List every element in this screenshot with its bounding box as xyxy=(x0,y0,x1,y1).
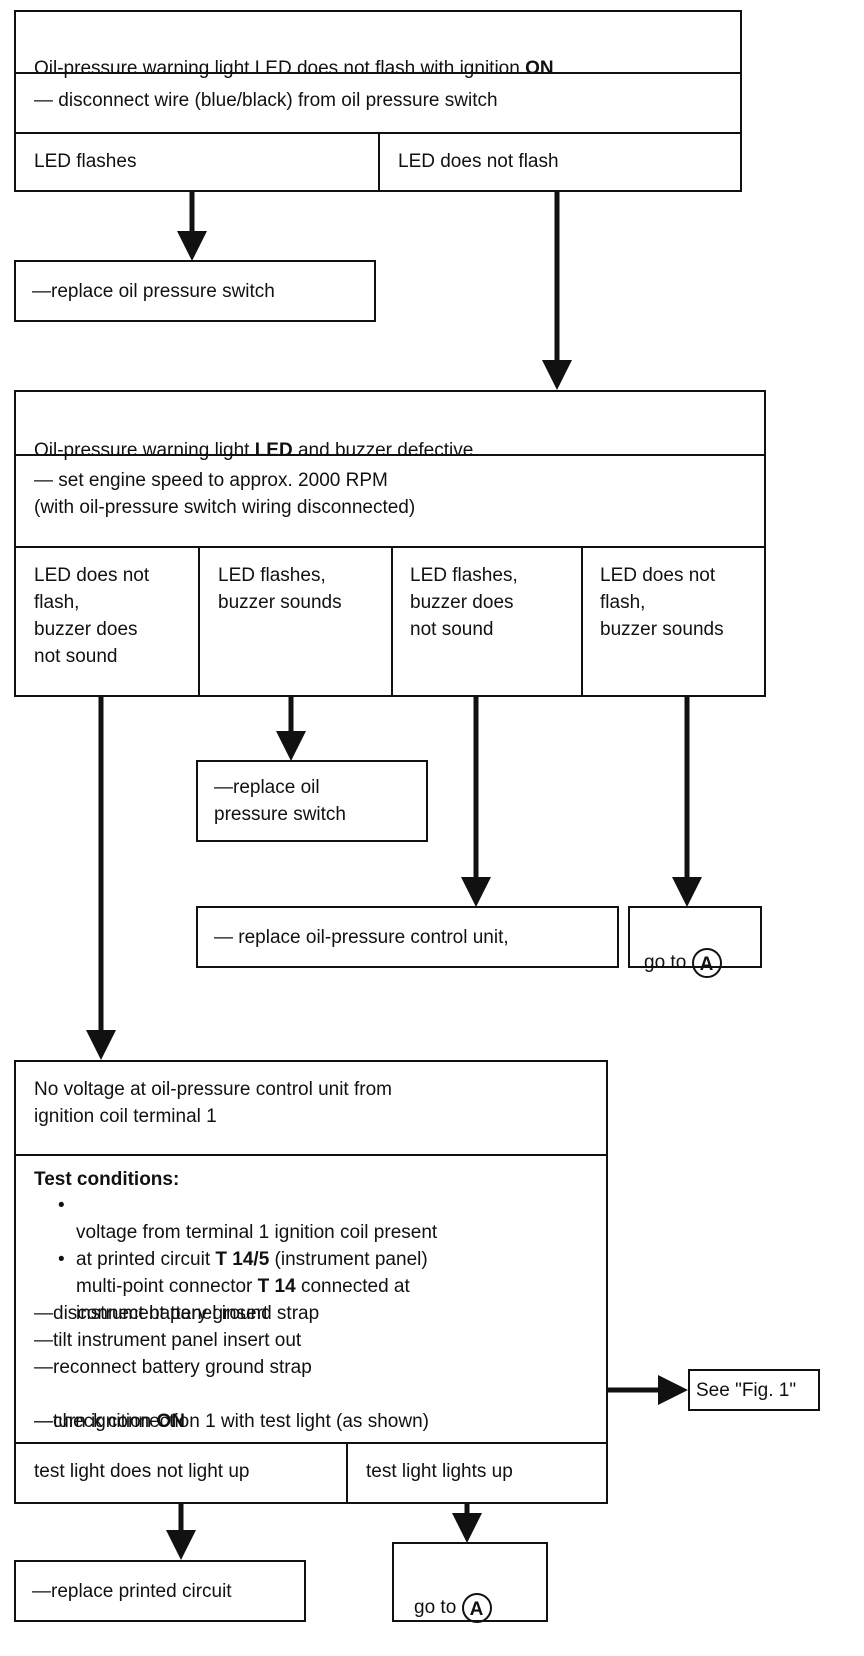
condition-bullet-1: • xyxy=(58,1195,65,1216)
engine-speed-step: — set engine speed to approx. 2000 RPM (… xyxy=(34,470,416,518)
step-reconnect-ground: —reconnect battery ground strap xyxy=(34,1357,312,1378)
step-check-connection: —check connection 1 with test light (as … xyxy=(34,1411,429,1432)
no-voltage-title: No voltage at oil-pressure control unit … xyxy=(34,1079,392,1127)
step-tilt-insert: —tilt instrument panel insert out xyxy=(34,1330,302,1351)
outcome-led-not-flash: LED does not flash xyxy=(398,151,559,172)
reference-a-icon: A xyxy=(461,1593,492,1623)
outcome-lights-up: test light lights up xyxy=(366,1461,513,1482)
replace-switch-box-2: —replace oil pressure switch xyxy=(196,760,428,842)
see-fig-box: See "Fig. 1" xyxy=(688,1369,820,1411)
replace-control-unit-box: — replace oil-pressure control unit, xyxy=(196,906,619,968)
led-buzzer-defective-box: Oil-pressure warning light LED and buzze… xyxy=(14,390,766,697)
replace-circuit-box: —replace printed circuit xyxy=(14,1560,306,1622)
outcome-no-flash-no-sound: LED does not flash, buzzer does not soun… xyxy=(34,565,150,667)
condition-bullet-2: • xyxy=(58,1249,65,1270)
replace-switch-box-1: —replace oil pressure switch xyxy=(14,260,376,322)
outcome-no-light: test light does not light up xyxy=(34,1461,250,1482)
outcome-flash-no-sound: LED flashes, buzzer does not sound xyxy=(410,565,518,640)
no-voltage-box: No voltage at oil-pressure control unit … xyxy=(14,1060,608,1504)
test-conditions-label: Test conditions: xyxy=(34,1169,180,1190)
step-turn-ignition: —turn ignition ON xyxy=(34,1411,186,1432)
goto-a-box-1: go to A xyxy=(628,906,762,978)
disconnect-wire-step: — disconnect wire (blue/black) from oil … xyxy=(34,90,498,111)
reference-a-icon: A xyxy=(691,948,722,978)
goto-a-box-2: go to A xyxy=(392,1542,548,1623)
outcome-led-flashes: LED flashes xyxy=(34,151,137,172)
outcome-no-flash-sound: LED does not flash, buzzer sounds xyxy=(600,565,724,640)
oil-warning-box: Oil-pressure warning light LED does not … xyxy=(14,10,742,192)
outcome-flash-sound: LED flashes, buzzer sounds xyxy=(218,565,342,613)
step-disconnect-ground: —disconnect battery ground strap xyxy=(34,1303,320,1324)
